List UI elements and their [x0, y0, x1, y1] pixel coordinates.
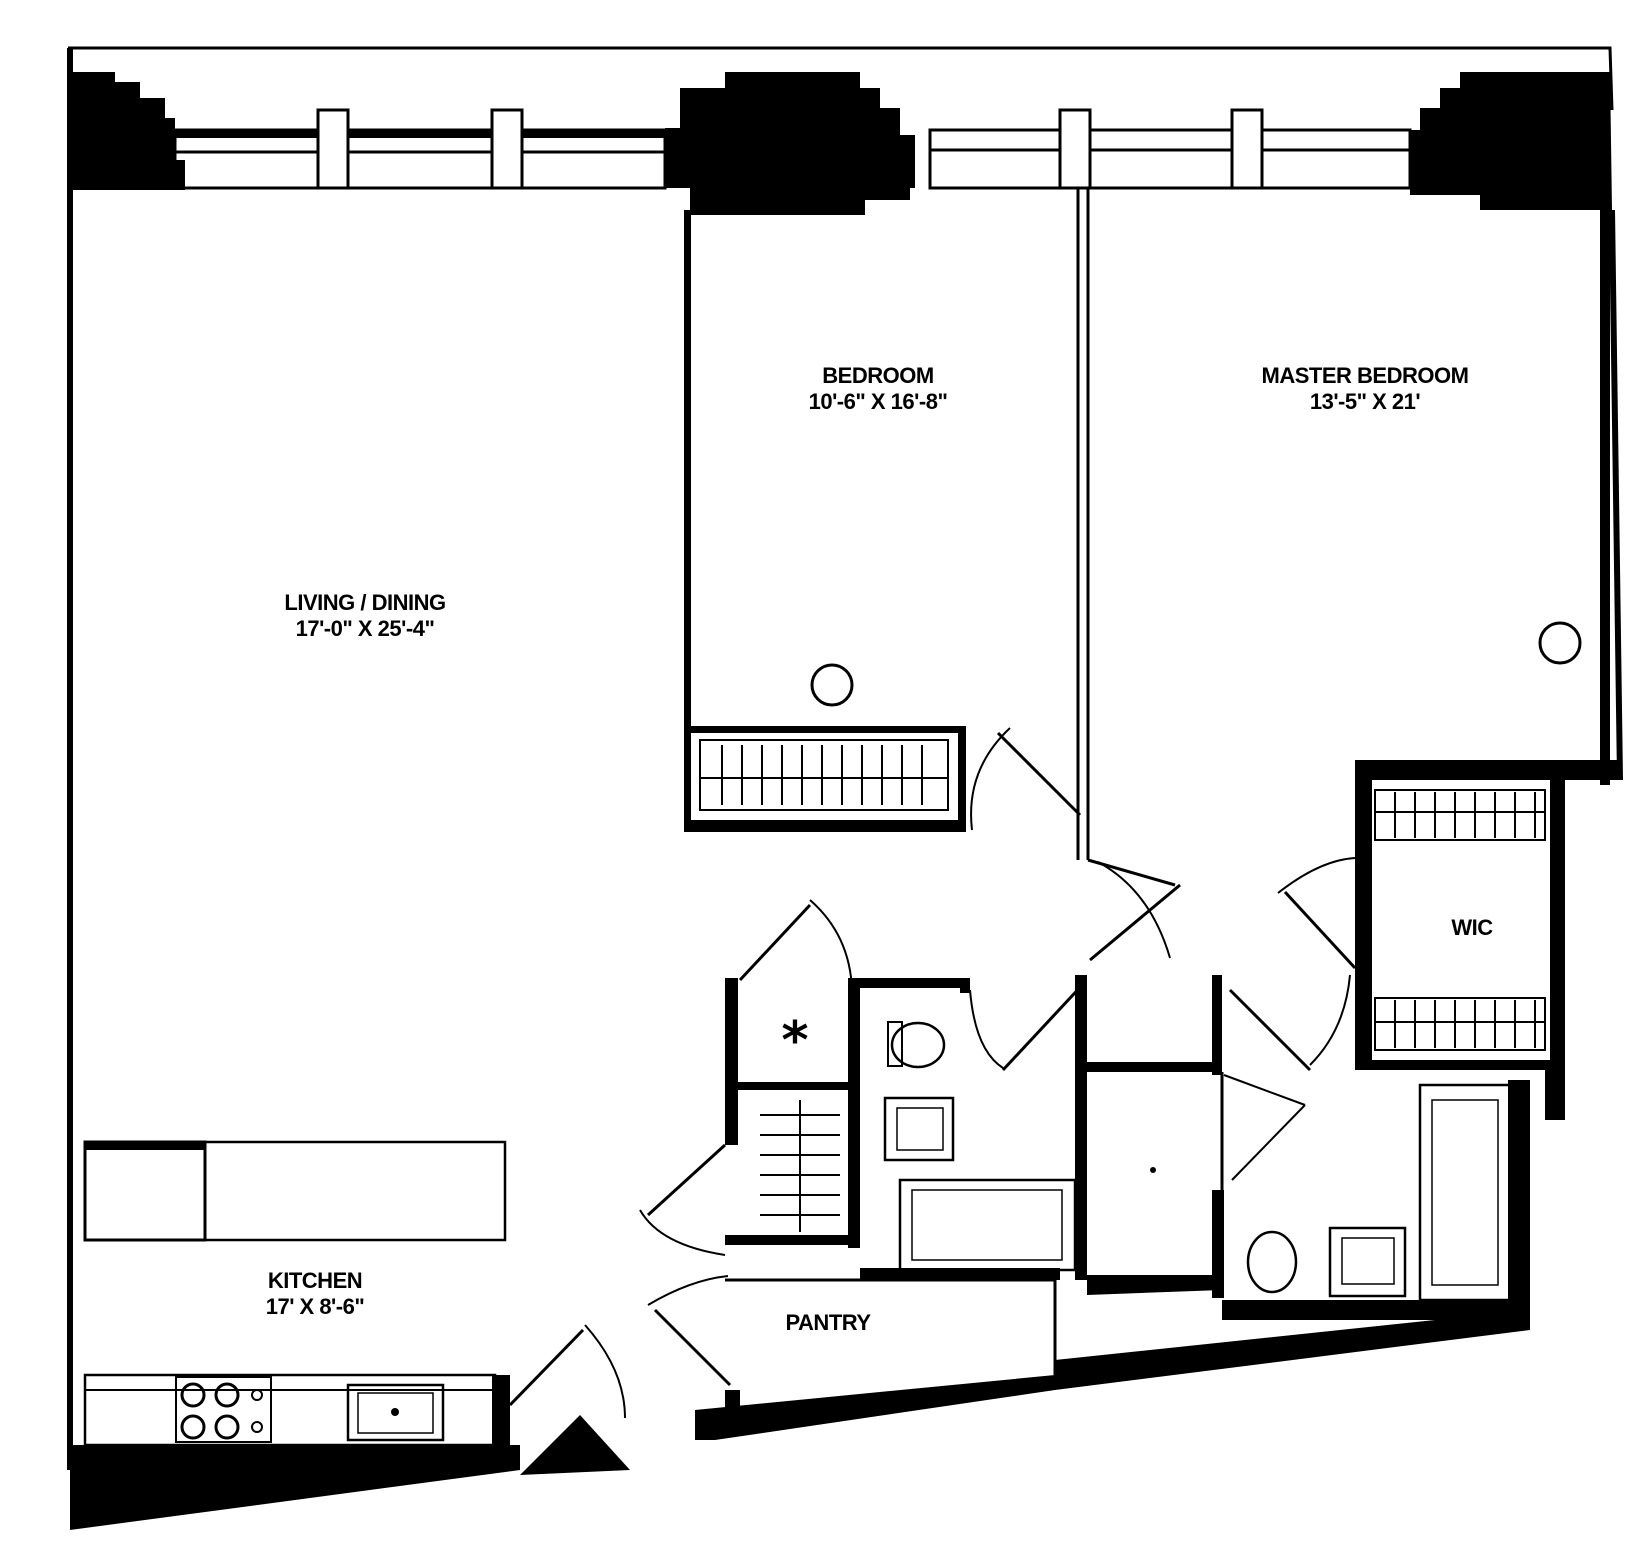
wic-name: WIC — [1451, 915, 1493, 940]
living-dining-room: LIVING / DINING 17'-0" X 25'-4" — [284, 590, 446, 641]
kitchen-size: 17' X 8'-6" — [266, 1294, 365, 1319]
central-core: * — [639, 883, 1181, 1280]
walk-in-closet: WIC — [1355, 765, 1565, 1120]
utility-closet-symbol: * — [781, 1011, 808, 1071]
bedroom-size: 10'-6" X 16'-8" — [809, 389, 948, 414]
bedroom-name: BEDROOM — [822, 363, 933, 388]
pantry-name: PANTRY — [786, 1310, 872, 1335]
pantry-room: PANTRY — [647, 1275, 1530, 1440]
window-wall — [70, 72, 1612, 215]
bedroom-room: BEDROOM 10'-6" X 16'-8" — [684, 188, 1090, 860]
living-dining-name: LIVING / DINING — [284, 590, 445, 615]
master-bedroom-room: MASTER BEDROOM 13'-5" X 21' — [1087, 205, 1620, 1060]
kitchen-room: KITCHEN 17' X 8'-6" — [70, 1140, 630, 1530]
master-bedroom-size: 13'-5" X 21' — [1310, 389, 1421, 414]
living-dining-size: 17'-0" X 25'-4" — [296, 616, 435, 641]
kitchen-name: KITCHEN — [268, 1268, 362, 1293]
master-bath — [1087, 974, 1530, 1320]
master-bedroom-name: MASTER BEDROOM — [1262, 363, 1469, 388]
outer-walls — [67, 46, 1623, 1470]
